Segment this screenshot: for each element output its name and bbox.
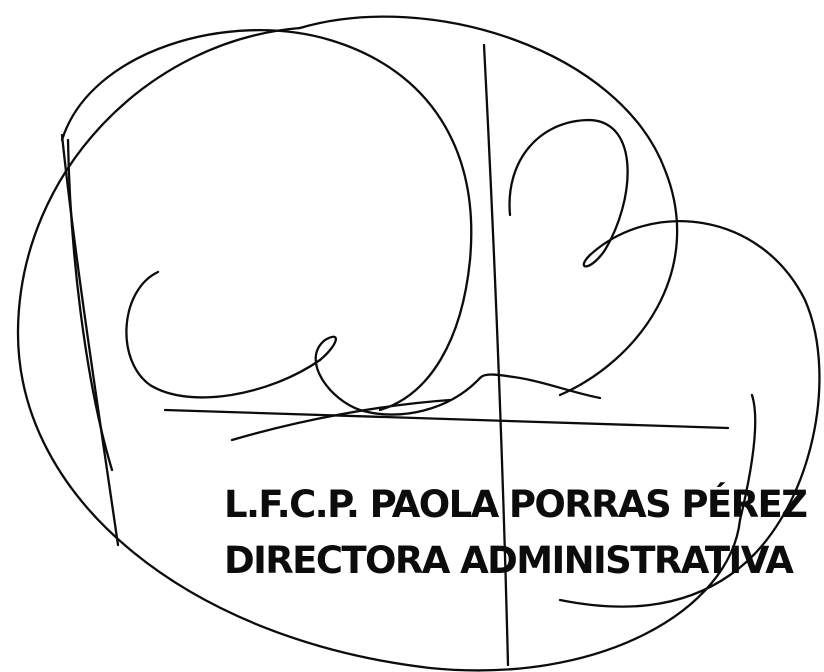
signer-name: L.F.C.P. PAOLA PORRAS PÉREZ (224, 483, 808, 526)
signer-title: DIRECTORA ADMINISTRATIVA (224, 539, 794, 582)
